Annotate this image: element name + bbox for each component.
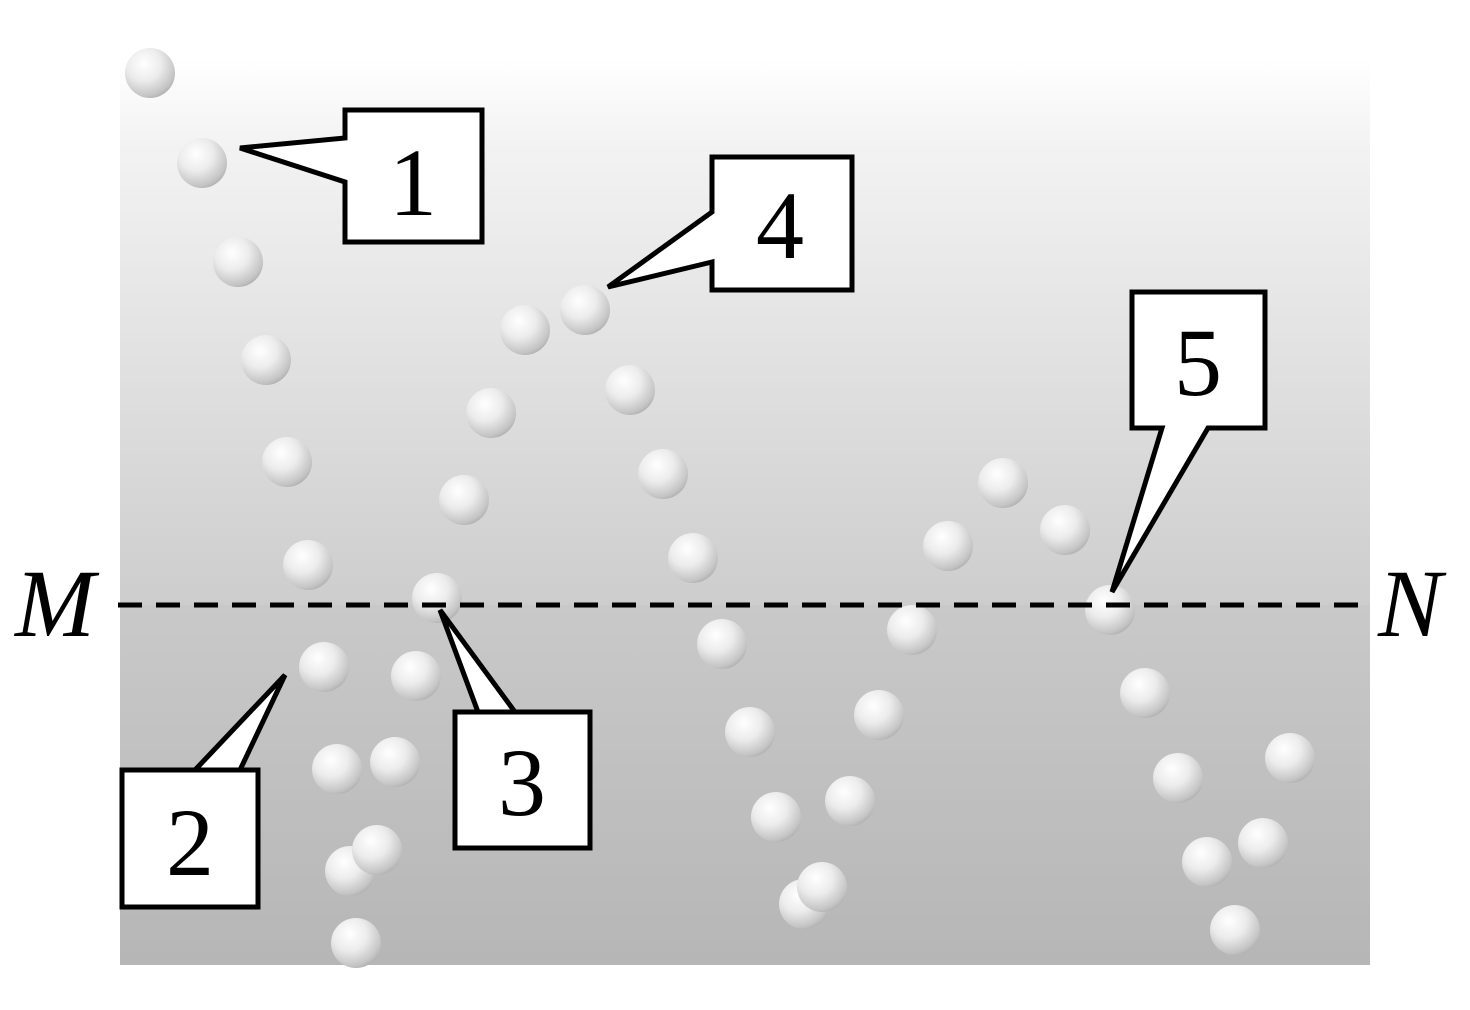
ball-27 [825,776,875,826]
ball-29 [887,605,937,655]
ball-11 [352,825,402,875]
ball-15 [439,475,489,525]
ball-30 [923,521,973,571]
ball-7 [299,642,349,692]
ball-16 [466,388,516,438]
callout-3-label: 3 [498,729,546,836]
ball-39 [1265,733,1315,783]
ball-14 [412,573,462,623]
ball-32 [1040,505,1090,555]
ball-12 [370,737,420,787]
ball-22 [697,619,747,669]
callout-4: 4 [606,154,855,293]
ball-23 [725,707,775,757]
ball-34 [1120,668,1170,718]
ball-37 [1210,905,1260,955]
callout-3: 3 [437,608,593,851]
ball-18 [560,285,610,335]
ball-8 [312,744,362,794]
label-n: N [1377,550,1447,657]
ball-28 [854,690,904,740]
ball-35 [1153,753,1203,803]
callout-1: 1 [239,107,485,245]
ball-10 [331,918,381,968]
ball-19 [605,365,655,415]
ball-31 [978,458,1028,508]
ball-24 [751,792,801,842]
ball-4 [241,335,291,385]
ball-20 [638,449,688,499]
ball-6 [283,540,333,590]
ball-3 [213,237,263,287]
ball-2 [177,138,227,188]
ball-26 [797,862,847,912]
callout-1-label: 1 [389,129,437,236]
ball-33 [1085,585,1135,635]
ball-1 [125,48,175,98]
ball-36 [1182,837,1232,887]
label-m: M [13,550,100,657]
callout-5-label: 5 [1174,309,1222,416]
callout-5: 5 [1109,289,1268,594]
ball-13 [391,651,441,701]
callout-4-label: 4 [756,172,804,279]
callout-2: 2 [119,673,288,910]
ball-17 [500,305,550,355]
callout-2-label: 2 [166,789,214,896]
ball-21 [668,533,718,583]
ball-positions [125,48,1315,968]
ball-5 [262,437,312,487]
ball-38 [1238,818,1288,868]
